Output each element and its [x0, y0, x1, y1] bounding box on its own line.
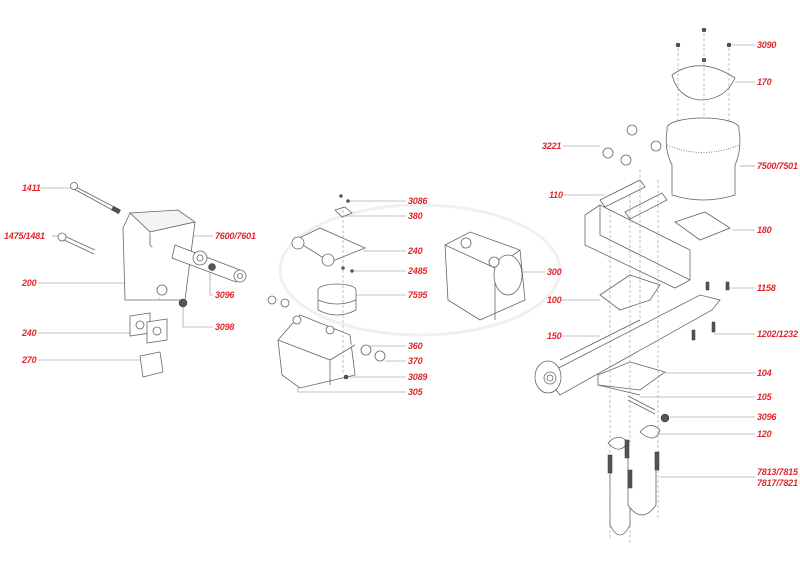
callout-240-middle[interactable]: 240	[408, 246, 423, 256]
callout-370[interactable]: 370	[408, 356, 423, 366]
callout-1411[interactable]: 1411	[22, 183, 41, 193]
callout-3098[interactable]: 3098	[215, 322, 235, 332]
callout-180[interactable]: 180	[757, 225, 772, 235]
callout-110[interactable]: 110	[549, 190, 563, 200]
air-spring-hanger-assembly	[267, 194, 526, 389]
callout-104[interactable]: 104	[757, 368, 772, 378]
callout-7595[interactable]: 7595	[408, 290, 428, 300]
callout-1158[interactable]: 1158	[757, 283, 776, 293]
callout-150[interactable]: 150	[547, 331, 562, 341]
front-hanger-assembly	[57, 182, 247, 378]
callout-1202-1232[interactable]: 1202/1232	[757, 329, 798, 339]
callout-105[interactable]: 105	[757, 392, 772, 402]
callout-2485[interactable]: 2485	[408, 266, 428, 276]
callout-7500-7501[interactable]: 7500/7501	[757, 161, 798, 171]
callout-170[interactable]: 170	[757, 77, 772, 87]
callout-300[interactable]: 300	[547, 267, 562, 277]
rear-axle-assembly	[534, 27, 741, 545]
callout-3086[interactable]: 3086	[408, 196, 428, 206]
callout-305[interactable]: 305	[408, 387, 423, 397]
callout-200[interactable]: 200	[22, 278, 37, 288]
callout-3090[interactable]: 3090	[757, 40, 777, 50]
callout-3096-right[interactable]: 3096	[757, 412, 777, 422]
callout-7600-7601[interactable]: 7600/7601	[215, 231, 256, 241]
callout-100[interactable]: 100	[547, 295, 562, 305]
watermark-swoosh	[278, 203, 562, 337]
callout-120[interactable]: 120	[757, 429, 772, 439]
callout-3096[interactable]: 3096	[215, 290, 235, 300]
callout-1475-1481[interactable]: 1475/1481	[4, 231, 45, 241]
callout-7813-7815[interactable]: 7813/7815	[757, 467, 798, 477]
callout-240[interactable]: 240	[22, 328, 37, 338]
callout-270[interactable]: 270	[22, 355, 37, 365]
callout-380[interactable]: 380	[408, 211, 423, 221]
callout-3089[interactable]: 3089	[408, 372, 428, 382]
callout-360[interactable]: 360	[408, 341, 423, 351]
callout-7817-7821[interactable]: 7817/7821	[757, 478, 798, 488]
callout-3221[interactable]: 3221	[542, 141, 562, 151]
